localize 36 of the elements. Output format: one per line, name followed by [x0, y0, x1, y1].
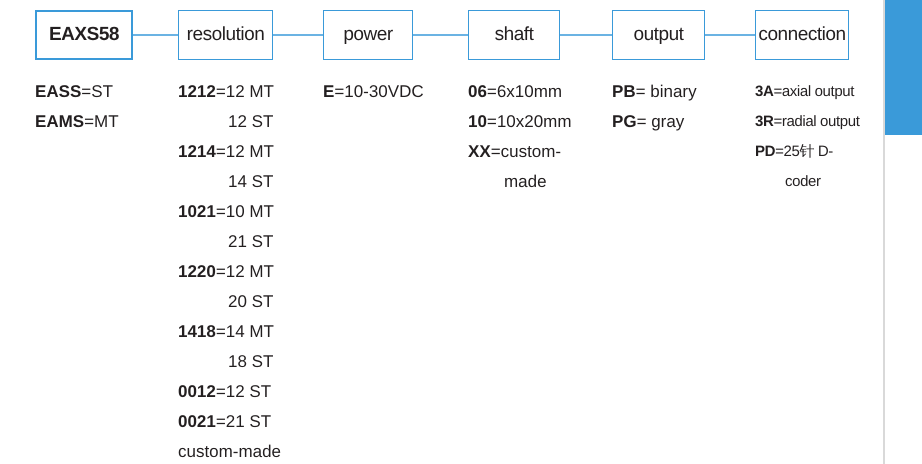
- code-box: [468, 10, 560, 60]
- connector-line: [273, 34, 323, 36]
- option-text: EAMS=MT: [35, 111, 120, 133]
- option-text: EASS=ST: [35, 81, 114, 103]
- option-text: 06=6x10mm: [468, 81, 564, 103]
- option-text: 1220=12 MT 20 ST: [178, 261, 275, 313]
- option-text: 10=10x20mm: [468, 111, 572, 133]
- box-label: output: [634, 22, 684, 47]
- connector-line: [705, 34, 755, 36]
- code-box: [323, 10, 413, 60]
- option-text: 1418=14 MT 18 ST: [178, 321, 275, 373]
- option-text: PB= binary: [612, 81, 698, 103]
- option-text: 1021=10 MT 21 ST: [178, 201, 275, 253]
- option-text: PD=25针 D-coder: [755, 142, 834, 192]
- option-text: 0021=21 ST: [178, 411, 272, 433]
- code-box: [178, 10, 273, 60]
- option-text: 1212=12 MT 12 ST: [178, 81, 275, 133]
- option-text: E=10-30VDC: [323, 81, 425, 103]
- option-text: 3A=axial output: [755, 82, 856, 102]
- option-text: 3R=radial output: [755, 112, 861, 132]
- box-label: resolution: [186, 22, 264, 47]
- connector-line: [413, 34, 468, 36]
- option-text: 1214=12 MT 14 ST: [178, 141, 275, 193]
- code-box: [35, 10, 133, 60]
- option-text: PG= gray: [612, 111, 686, 133]
- option-text: 0012=12 ST: [178, 381, 272, 403]
- box-label: power: [343, 22, 393, 47]
- code-box: [755, 10, 849, 60]
- box-label: shaft: [494, 22, 534, 47]
- code-box: [612, 10, 705, 60]
- box-label: EAXS58: [48, 22, 120, 47]
- connector-line: [133, 34, 178, 36]
- connector-line: [560, 34, 612, 36]
- option-text: XX=custom- made: [468, 141, 562, 193]
- box-label: connection: [758, 22, 846, 47]
- option-text: custom-made: [178, 441, 282, 463]
